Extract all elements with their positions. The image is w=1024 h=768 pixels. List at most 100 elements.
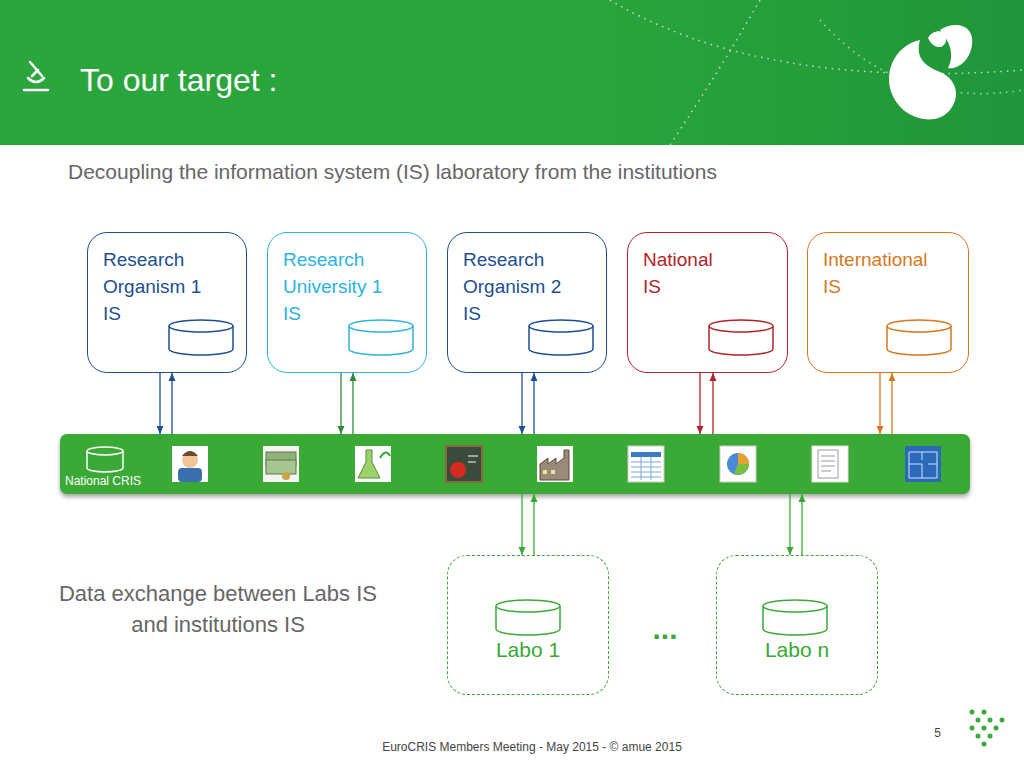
arrow-head <box>338 426 345 434</box>
arrow-head <box>531 494 538 502</box>
factory-icon <box>537 446 573 482</box>
data-flow-arrow <box>889 373 896 434</box>
microscope-icon-part <box>32 70 38 76</box>
database-cylinder-part-part <box>709 320 773 332</box>
pie-chart-icon <box>720 446 756 482</box>
lab-box: Labo n <box>716 555 878 695</box>
corner-dots-part <box>1000 718 1005 723</box>
money-icon-part <box>263 446 299 482</box>
box-label: International IS <box>823 246 943 300</box>
arrow-line <box>789 494 790 555</box>
database-cylinder-part <box>709 320 773 355</box>
arrow-head <box>519 426 526 434</box>
logo-part <box>889 40 956 119</box>
database-cylinder-part <box>529 320 593 355</box>
document-icon-part <box>821 456 835 471</box>
database-cylinder-part-part <box>887 326 951 355</box>
ellipsis: ... <box>640 612 690 646</box>
microscope-icon-part <box>28 78 44 82</box>
microscope-icon <box>24 62 48 90</box>
cris-band: National CRIS <box>60 434 970 494</box>
document-icon-part <box>812 446 848 482</box>
system-box: Research Organism 1 IS <box>87 232 247 373</box>
arrow-line <box>340 373 341 434</box>
data-flow-arrow <box>169 373 176 434</box>
money-icon-part <box>266 452 296 466</box>
arrow-line <box>521 373 522 434</box>
arrow-line <box>352 373 353 434</box>
database-cylinder-part-part <box>529 320 593 332</box>
logo <box>889 25 972 119</box>
arrow-line <box>699 373 700 434</box>
corner-dots-part <box>982 726 987 731</box>
data-flow-arrow <box>531 494 538 555</box>
flask-icon <box>355 446 391 482</box>
box-label: Research Organism 1 IS <box>103 246 213 327</box>
document-icon-part <box>818 450 838 478</box>
data-flow-arrow <box>787 494 794 555</box>
money-icon-part <box>282 472 290 480</box>
system-box: National IS <box>627 232 788 373</box>
table-icon-part <box>631 457 661 480</box>
arrow-line <box>159 373 160 434</box>
document-icon <box>812 446 848 482</box>
corner-dots-part <box>976 718 981 723</box>
logo-part <box>928 31 946 47</box>
arrow-line <box>533 494 534 555</box>
database-cylinder-part-part <box>763 606 827 635</box>
header-band-part <box>610 0 1024 74</box>
corner-dots-part <box>982 742 987 747</box>
data-flow-arrow <box>877 373 884 434</box>
corner-dots-part <box>976 734 981 739</box>
flask-icon-part <box>355 446 391 482</box>
corner-dots-part <box>988 718 993 723</box>
arrow-head <box>877 426 884 434</box>
data-flow-arrow <box>519 373 526 434</box>
apple-board-icon-part <box>468 456 478 462</box>
arrow-line <box>521 494 522 555</box>
box-label: National IS <box>643 246 728 300</box>
arrow-line <box>891 373 892 434</box>
factory-icon-part <box>540 450 569 480</box>
data-flow-arrow <box>338 373 345 434</box>
data-flow-arrow <box>157 373 164 434</box>
database-cylinder-part-part <box>87 447 123 455</box>
pie-chart-icon-part <box>727 453 749 475</box>
logo-part <box>940 25 972 68</box>
money-icon-part <box>266 460 296 474</box>
header-band <box>0 0 1024 145</box>
arrow-head <box>350 373 357 381</box>
data-flow-arrow <box>799 494 806 555</box>
data-flow-arrow <box>531 373 538 434</box>
arrow-line <box>801 494 802 555</box>
arrow-line <box>879 373 880 434</box>
database-cylinder-part-part <box>529 326 593 355</box>
arrow-line <box>533 373 534 434</box>
microscope-icon-part <box>30 62 42 76</box>
table-icon-part <box>631 452 661 457</box>
microscope-icon-part <box>24 89 48 92</box>
lab-box: Labo 1 <box>447 555 609 695</box>
note-text: Data exchange between Labs IS and instit… <box>48 578 388 640</box>
corner-dots <box>970 710 1005 747</box>
flask-icon-part <box>358 450 380 478</box>
database-cylinder-part-part <box>349 320 413 332</box>
database-cylinder-part-part <box>87 451 123 472</box>
database-cylinder-part-part <box>496 606 560 635</box>
band-label: National CRIS <box>65 474 141 488</box>
factory-icon-part <box>551 470 555 474</box>
database-cylinder-part-part <box>169 320 233 332</box>
box-label: Research University 1 IS <box>283 246 393 327</box>
arrow-head <box>710 373 717 381</box>
pie-chart-icon-part <box>734 464 749 475</box>
arrow-head <box>519 547 526 555</box>
lab-label: Labo 1 <box>448 636 608 664</box>
system-box: Research University 1 IS <box>267 232 427 373</box>
apple-board-icon-part <box>450 462 466 478</box>
slide-title: To our target : <box>80 62 277 99</box>
database-cylinder-part-part <box>763 600 827 612</box>
